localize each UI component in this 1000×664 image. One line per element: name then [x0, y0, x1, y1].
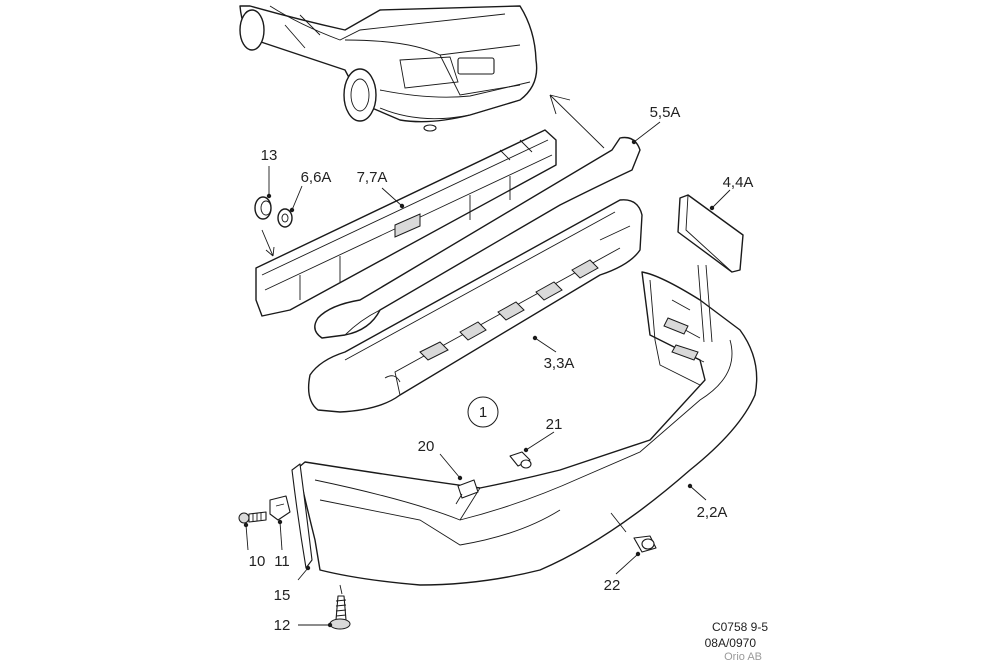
connector-part-21 [509, 451, 532, 469]
callout-15: 15 [274, 587, 291, 604]
bumper-support-part [307, 199, 643, 413]
screw-part-10 [238, 511, 267, 524]
callout-6-6a: 6,6A [301, 169, 332, 186]
car-rear-illustration [239, 5, 538, 132]
washer-part [277, 208, 293, 228]
nut-part [254, 196, 272, 220]
main-assembly-marker [467, 396, 499, 428]
bracket-clip-part-20 [455, 479, 479, 505]
diagram-date-code: 08A/0970 [705, 636, 757, 650]
callout-21: 21 [546, 416, 563, 433]
callout-20: 20 [418, 438, 435, 455]
bumper-cover-part [297, 271, 758, 586]
diagram-code: C0758 9-5 [712, 620, 768, 634]
callout-7-7a: 7,7A [357, 169, 388, 186]
callout-13: 13 [261, 147, 278, 164]
callout-5-5a: 5,5A [650, 104, 681, 121]
callout-11: 11 [274, 553, 290, 570]
reinforcement-beam-part [255, 129, 557, 317]
plug-part-22 [633, 535, 657, 553]
screw-part-12 [329, 595, 351, 630]
callout-3-3a: 3,3A [544, 355, 575, 372]
clip-part-11 [269, 495, 291, 521]
energy-absorber-part [314, 136, 641, 339]
side-trim-strip-part [291, 463, 313, 569]
assembly-arrow [549, 94, 605, 149]
diagram-company: Orio AB [724, 651, 762, 663]
callout-12: 12 [274, 617, 291, 634]
callout-10: 10 [249, 553, 266, 570]
callout-1: 1 [479, 404, 487, 421]
callout-22: 22 [604, 577, 621, 594]
side-pad-part [677, 194, 744, 273]
callout-4-4a: 4,4A [723, 174, 754, 191]
callout-2-2a: 2,2A [697, 504, 728, 521]
